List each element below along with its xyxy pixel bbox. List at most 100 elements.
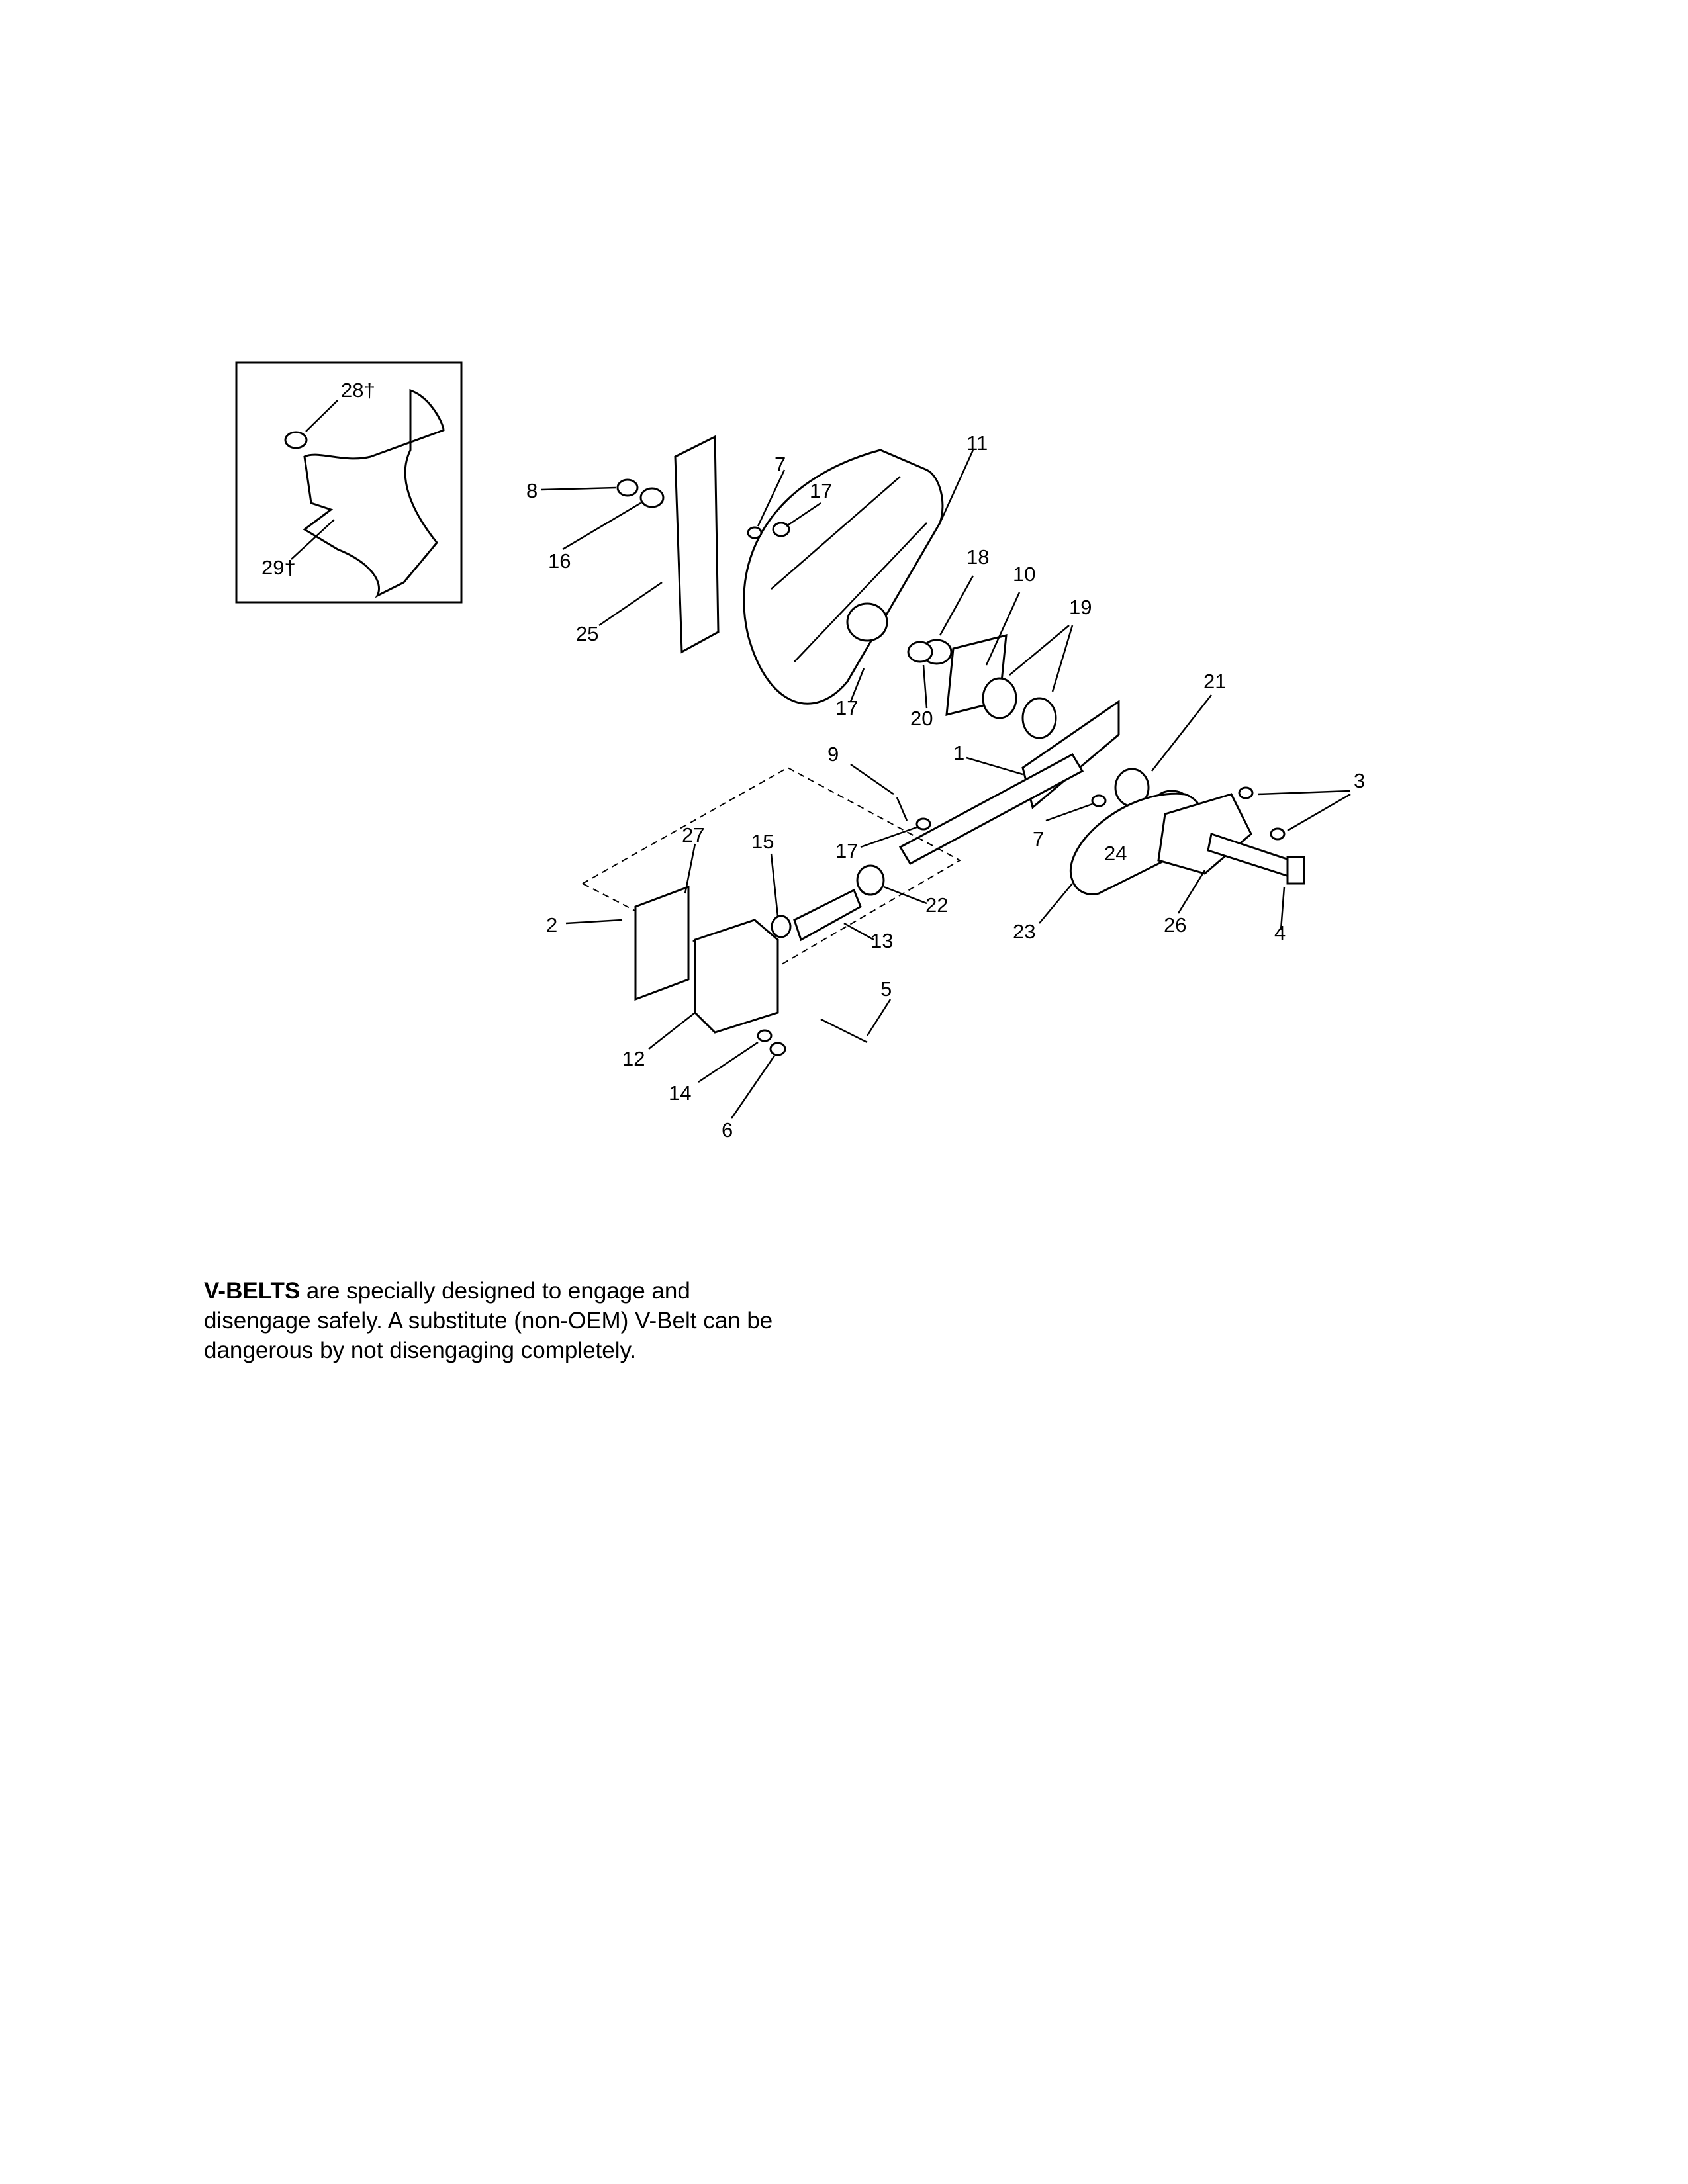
leader-25 — [598, 581, 663, 627]
callout-9: 9 — [827, 743, 839, 766]
leader-17-top — [786, 502, 821, 527]
leader-18 — [939, 575, 974, 636]
leader-16 — [562, 502, 641, 551]
callout-11: 11 — [966, 432, 988, 455]
callout-18: 18 — [966, 545, 989, 569]
callout-28: 28† — [341, 379, 375, 402]
washer-16 — [639, 487, 665, 508]
bearing-19b — [1021, 697, 1057, 739]
leader-12 — [648, 1012, 696, 1050]
bolt-5 — [820, 1018, 868, 1044]
inset-frame — [235, 361, 463, 604]
leader-3b — [1287, 793, 1351, 832]
leader-15 — [770, 853, 779, 917]
housing-rib-1 — [771, 476, 901, 590]
leader-1 — [966, 756, 1023, 776]
leader-14 — [698, 1041, 759, 1083]
leader-11 — [939, 449, 974, 523]
note-body: are specially designed to engage and dis… — [204, 1278, 773, 1363]
leader-7-top — [757, 469, 786, 527]
housing-rib-2 — [794, 522, 927, 662]
nut-8 — [616, 478, 639, 497]
leader-28 — [305, 400, 338, 432]
bracket-27 — [634, 885, 690, 1001]
leader-22 — [883, 886, 927, 905]
callout-29: 29† — [261, 556, 296, 579]
callout-7-top: 7 — [774, 453, 786, 476]
vbelt-warning-note: V-BELTS are specially designed to engage… — [204, 1276, 800, 1365]
washer-17-low — [915, 817, 931, 831]
plate-25 — [674, 435, 720, 654]
leader-19a — [1009, 625, 1070, 676]
washer-28 — [284, 431, 308, 449]
nut-3a — [1238, 786, 1254, 799]
leader-20 — [922, 664, 928, 709]
blade-inset — [303, 388, 445, 598]
nut-7-top — [747, 526, 763, 539]
callout-14: 14 — [669, 1081, 691, 1105]
housing-11 — [743, 449, 944, 705]
callout-21: 21 — [1203, 670, 1226, 693]
shaft — [898, 753, 1084, 865]
leader-8 — [541, 486, 616, 491]
leader-9 — [850, 763, 894, 796]
callout-23: 23 — [1013, 920, 1035, 943]
leader-23 — [1039, 883, 1073, 924]
callout-25: 25 — [576, 622, 598, 645]
bearing-20a — [907, 641, 933, 663]
leader-19b — [1051, 625, 1074, 692]
leader-7-low — [1045, 803, 1093, 822]
washer-15 — [771, 915, 792, 938]
nut-7-low — [1091, 794, 1107, 807]
callout-13: 13 — [870, 929, 893, 952]
leader-2 — [565, 919, 623, 925]
bearing-19a — [982, 677, 1017, 719]
callout-27: 27 — [682, 823, 704, 846]
pin-9 — [896, 797, 908, 821]
callout-5: 5 — [880, 978, 892, 1001]
assembly-outline — [582, 766, 962, 978]
note-bold-lead: V-BELTS — [204, 1278, 301, 1304]
callout-17-low: 17 — [835, 839, 858, 862]
callout-19: 19 — [1069, 596, 1092, 619]
housing-hub — [846, 602, 888, 642]
callout-17-top: 17 — [810, 479, 832, 502]
callout-16: 16 — [548, 549, 571, 572]
leader-27 — [684, 843, 696, 894]
callout-1: 1 — [953, 741, 964, 764]
leader-17-mid — [849, 668, 865, 702]
callout-2: 2 — [546, 913, 557, 936]
callout-4: 4 — [1274, 921, 1286, 944]
callout-8: 8 — [526, 479, 538, 502]
leader-29 — [291, 519, 335, 560]
callout-26: 26 — [1164, 913, 1186, 936]
spring-13 — [793, 888, 862, 942]
callout-6: 6 — [722, 1118, 733, 1142]
leader-5 — [866, 999, 892, 1036]
leader-13 — [843, 922, 874, 941]
callout-10: 10 — [1013, 563, 1035, 586]
washer-17-top — [772, 522, 790, 537]
leader-3a — [1257, 790, 1351, 796]
callout-12: 12 — [622, 1047, 645, 1070]
callout-7-low: 7 — [1033, 827, 1044, 850]
washer-14 — [757, 1029, 773, 1042]
nut-6 — [769, 1042, 786, 1056]
bolt-4 — [1207, 833, 1292, 879]
leader-4 — [1280, 886, 1286, 931]
callout-3: 3 — [1354, 769, 1365, 792]
leader-21 — [1151, 694, 1212, 772]
leader-6 — [730, 1055, 776, 1119]
leader-17-low — [860, 826, 917, 848]
callout-22: 22 — [925, 893, 948, 917]
leader-26 — [1177, 870, 1206, 914]
callout-24: 24 — [1104, 842, 1127, 865]
spacer-22 — [856, 864, 885, 896]
callout-17-mid: 17 — [835, 696, 858, 719]
nut-3b — [1270, 827, 1286, 841]
leader-10 — [985, 592, 1021, 666]
callout-20: 20 — [910, 707, 933, 730]
callout-15: 15 — [751, 830, 774, 853]
bolt-4-head — [1286, 856, 1305, 885]
